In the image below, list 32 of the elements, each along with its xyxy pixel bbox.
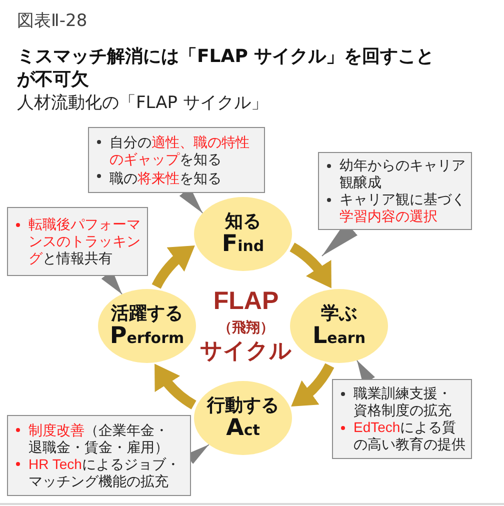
cycle-name: FLAP (213, 286, 279, 316)
bullet-text: 職業訓練支援・資格制度の拡充 (354, 385, 452, 419)
bullet-text: 転職後パフォーマンスのトラッキングと情報共有 (28, 216, 142, 267)
cycle-name: （飛翔） (218, 318, 274, 336)
stage-label: 学ぶ (321, 303, 357, 325)
cycle-arrow (154, 364, 197, 410)
callout-box (332, 379, 472, 459)
callout-box (88, 127, 265, 193)
callout-box (7, 415, 191, 496)
cycle-arrow (292, 363, 334, 408)
bullet-text: HR Techによるジョブ・マッチング機能の拡充 (28, 456, 181, 490)
stage-name: Act (226, 417, 260, 441)
stage-name: Perform (110, 325, 184, 349)
bullet-text: 自分の適性、職の特性のギャップを知る (110, 134, 250, 168)
bullet-text: 職の将来性を知る (110, 170, 222, 186)
bullet-text: 幼年からのキャリア観醸成 (340, 157, 466, 191)
subtitle: 人材流動化の「FLAP サイクル」 (17, 92, 268, 114)
callout-box (7, 207, 148, 276)
callout-box (318, 152, 472, 230)
cycle-arrow (152, 244, 194, 289)
bullet-text: EdTechによる質の高い教育の提供 (354, 419, 466, 453)
stage-label: 知る (225, 211, 261, 233)
stage-name: Learn (312, 325, 366, 349)
stage-label: 行動する (207, 395, 279, 417)
bullet-text: 制度改善（企業年金・退職金・賃金・雇用） (28, 422, 170, 456)
cycle-name: サイクル (200, 337, 292, 365)
cycle-arrow (289, 242, 332, 288)
stage-name: Find (222, 233, 264, 257)
title: ミスマッチ解消には「FLAP サイクル」を回すことが不可欠 (17, 45, 436, 91)
bullet-text: キャリア観に基づく学習内容の選択 (340, 191, 466, 225)
figure-number: 図表Ⅱ-28 (17, 10, 88, 32)
stage-label: 活躍する (111, 303, 183, 325)
